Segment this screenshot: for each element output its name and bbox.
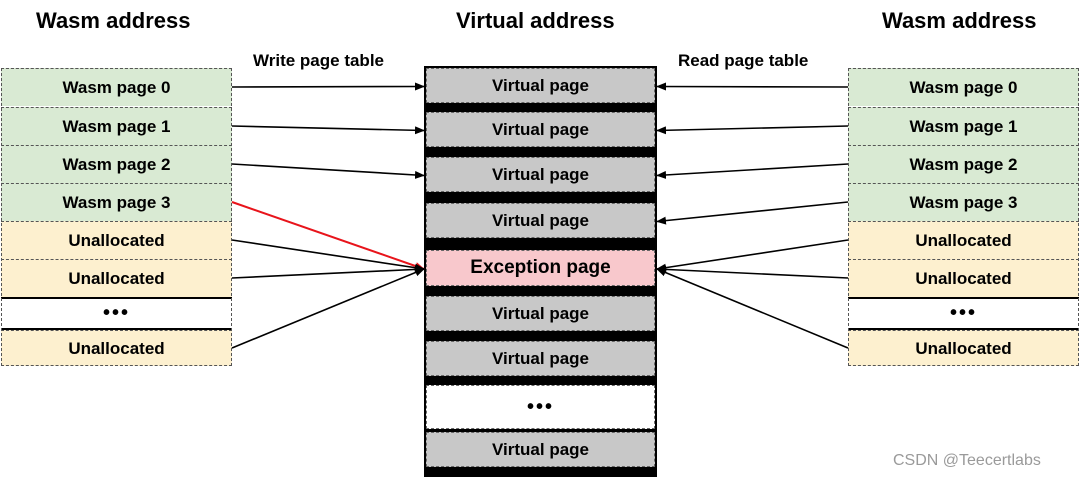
read-arrow-4 — [656, 239, 849, 272]
virtual-page-cell-7: ••• — [426, 385, 655, 429]
write-arrow-1 — [231, 125, 425, 135]
right-wasm-cell-5: Unallocated — [848, 259, 1079, 297]
read-arrow-3 — [656, 201, 849, 225]
write-arrow-2 — [231, 163, 425, 179]
virtual-page-cell-6: Virtual page — [426, 341, 655, 376]
read-arrow-5 — [656, 265, 849, 279]
left-wasm-cell-1: Wasm page 1 — [1, 107, 232, 145]
left-wasm-cell-3: Wasm page 3 — [1, 183, 232, 221]
read-arrow-2 — [656, 163, 849, 179]
write-arrow-3 — [231, 201, 425, 270]
write-arrow-5 — [231, 265, 425, 279]
left-wasm-cell-5: Unallocated — [1, 259, 232, 297]
write-arrow-4 — [231, 239, 425, 272]
left-wasm-cell-2: Wasm page 2 — [1, 145, 232, 183]
exception-page-cell: Exception page — [426, 250, 655, 286]
write-page-table-label: Write page table — [253, 51, 384, 70]
virtual-page-cell-1: Virtual page — [426, 112, 655, 147]
right-wasm-cell-6: ••• — [848, 297, 1079, 330]
right-wasm-cell-1: Wasm page 1 — [848, 107, 1079, 145]
read-arrow-6 — [656, 268, 849, 349]
middle-heading: Virtual address — [456, 8, 615, 33]
left-heading: Wasm address — [36, 8, 191, 33]
right-wasm-cell-2: Wasm page 2 — [848, 145, 1079, 183]
watermark: CSDN @Teecertlabs — [893, 452, 1041, 469]
right-wasm-cell-4: Unallocated — [848, 221, 1079, 259]
right-wasm-cell-7: Unallocated — [848, 330, 1079, 366]
read-arrow-0 — [656, 82, 849, 91]
virtual-page-cell-0: Virtual page — [426, 68, 655, 103]
write-arrow-0 — [231, 82, 425, 91]
virtual-page-cell-5: Virtual page — [426, 296, 655, 331]
right-wasm-cell-3: Wasm page 3 — [848, 183, 1079, 221]
write-arrow-6 — [231, 268, 425, 349]
virtual-page-cell-3: Virtual page — [426, 203, 655, 238]
read-page-table-label: Read page table — [678, 51, 809, 70]
right-wasm-cell-0: Wasm page 0 — [848, 68, 1079, 106]
left-wasm-cell-0: Wasm page 0 — [1, 68, 232, 106]
right-heading: Wasm address — [882, 8, 1037, 33]
virtual-page-cell-8: Virtual page — [426, 432, 655, 467]
left-wasm-cell-7: Unallocated — [1, 330, 232, 366]
read-arrow-1 — [656, 125, 849, 135]
left-wasm-cell-6: ••• — [1, 297, 232, 330]
left-wasm-cell-4: Unallocated — [1, 221, 232, 259]
virtual-page-cell-2: Virtual page — [426, 157, 655, 192]
